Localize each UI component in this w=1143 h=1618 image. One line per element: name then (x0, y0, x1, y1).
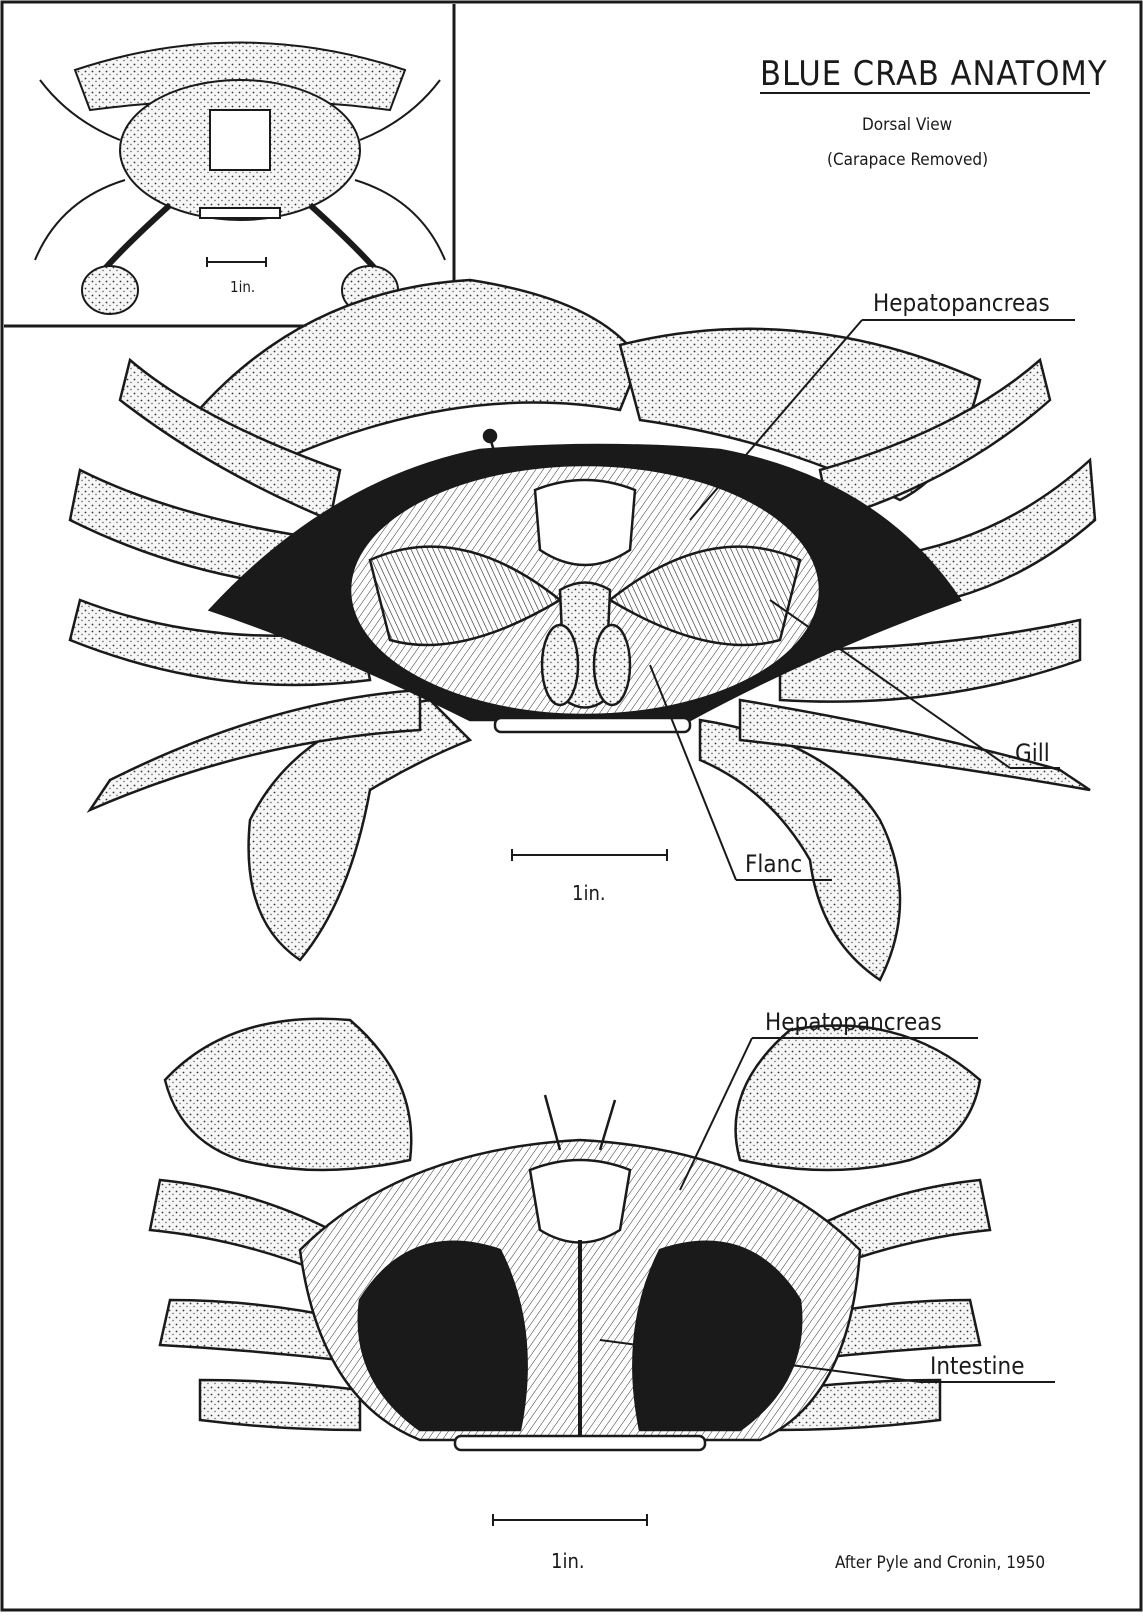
lower-scale-bar (493, 1514, 647, 1526)
upper-label-gill: Gill (1015, 739, 1050, 767)
diagram-title: BLUE CRAB ANATOMY (760, 54, 1108, 94)
lower-scale-label: 1in. (551, 1549, 585, 1573)
upper-scale-bar (512, 849, 667, 861)
lower-label-hepatopancreas: Hepatopancreas (765, 1008, 942, 1036)
diagram-subtitle: Dorsal View (862, 115, 952, 135)
diagram-subtitle-2: (Carapace Removed) (827, 150, 988, 170)
credit-text: After Pyle and Cronin, 1950 (835, 1553, 1045, 1573)
inset-crab-drawing (35, 43, 445, 315)
lower-crab-drawing (150, 1019, 990, 1450)
inset-scale-bar (207, 257, 266, 267)
inset-scale-label: 1in. (230, 278, 255, 296)
lower-label-intestine: Intestine (930, 1352, 1025, 1380)
upper-crab-drawing (70, 280, 1095, 980)
upper-scale-label: 1in. (572, 881, 606, 905)
upper-label-flanc: Flanc (745, 850, 802, 878)
upper-label-hepatopancreas: Hepatopancreas (873, 289, 1050, 317)
inset-figure: 1in. (4, 4, 454, 326)
